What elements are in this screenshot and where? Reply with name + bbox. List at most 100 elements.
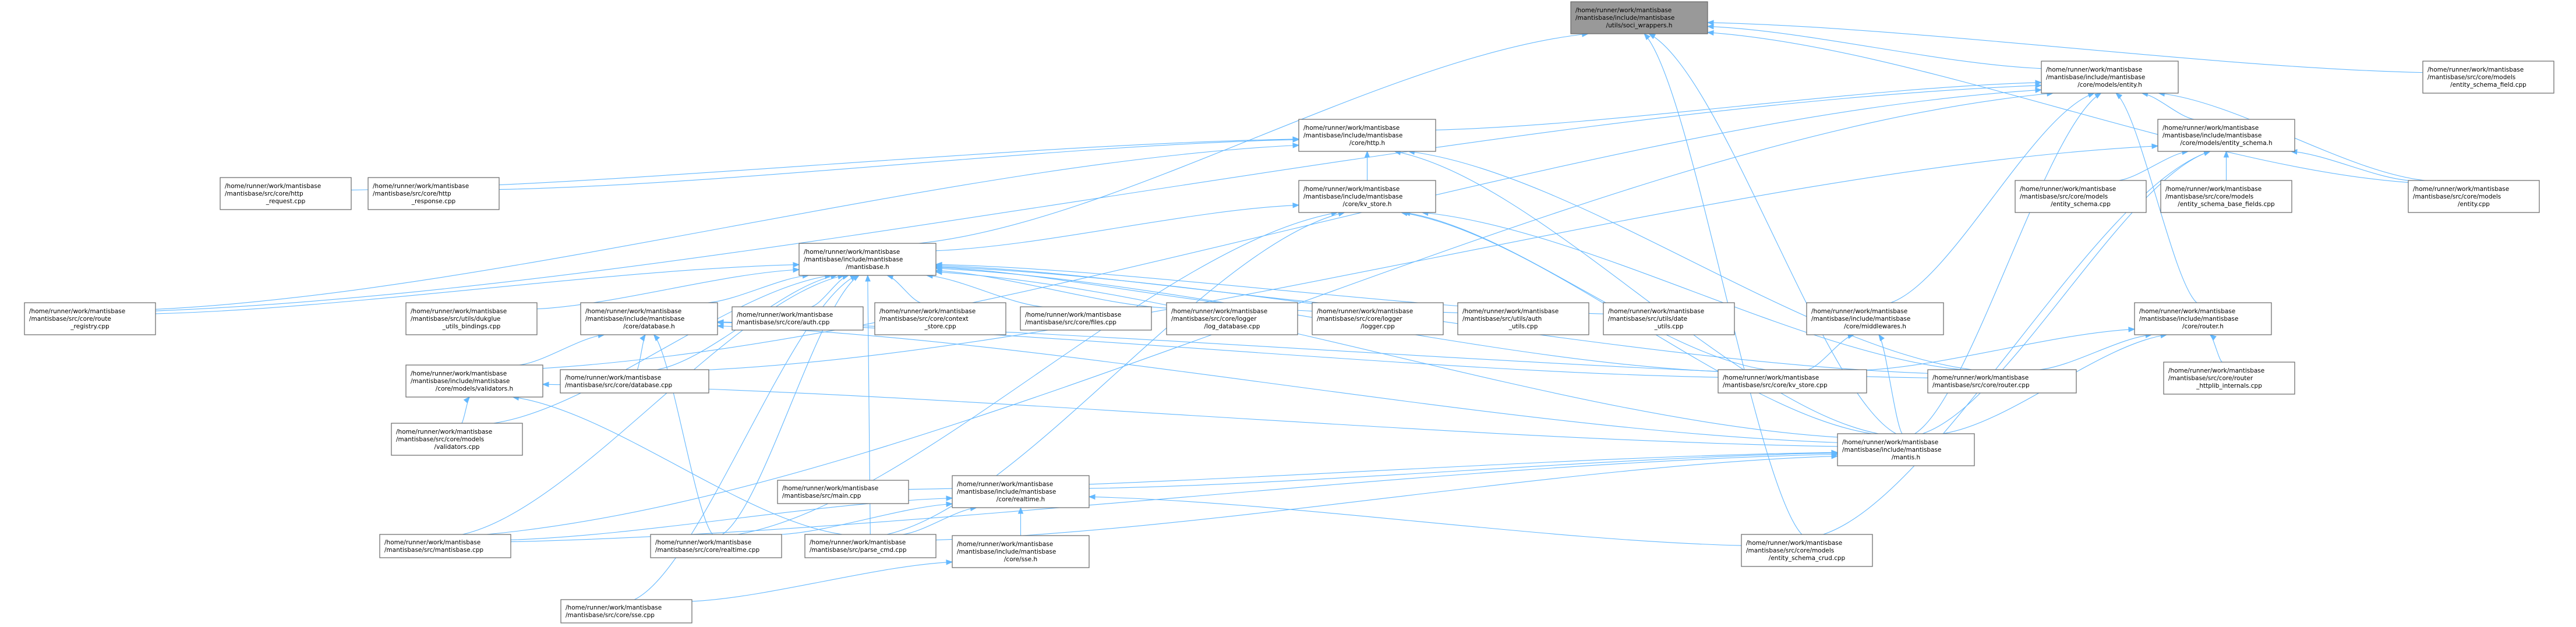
node-box (2157, 119, 2295, 152)
node-label-line: /home/runner/work/mantisbase (2046, 66, 2142, 73)
node-database-cpp[interactable]: /home/runner/work/mantisbase/mantisbase/… (560, 369, 709, 394)
node-http-h[interactable]: /home/runner/work/mantisbase/mantisbase/… (1298, 119, 1436, 152)
node-label-line: /mantisbase/src/utils/dukglue (411, 316, 501, 323)
node-kv-store-h[interactable]: /home/runner/work/mantisbase/mantisbase/… (1298, 180, 1436, 213)
node-entity-schema-crud-cpp[interactable]: /home/runner/work/mantisbase/mantisbase/… (1741, 534, 1873, 567)
node-entity-schema-field-cpp[interactable]: /home/runner/work/mantisbase/mantisbase/… (2422, 61, 2554, 94)
node-label-line: /core/kv_store.h (1343, 201, 1392, 208)
node-label-line: /mantisbase/src/parse_cmd.cpp (810, 547, 907, 554)
edge-parse-cmd-cpp-to-mantis-h (935, 455, 1838, 541)
node-entity-h[interactable]: /home/runner/work/mantisbase/mantisbase/… (2041, 61, 2179, 94)
node-label-line: /mantisbase/src/core/kv_store.cpp (1723, 382, 1828, 389)
node-label-line: /mantisbase/src/core/logger (1317, 316, 1402, 323)
node-label-line: /mantisbase/include/mantisbase (1303, 132, 1402, 139)
edge-entity-schema-h-to-entity-h (2142, 93, 2195, 120)
node-label-line: /core/sse.h (1004, 556, 1037, 563)
node-sse-h[interactable]: /home/runner/work/mantisbase/mantisbase/… (952, 535, 1090, 568)
node-http-request-cpp[interactable]: /home/runner/work/mantisbase/mantisbase/… (220, 177, 352, 210)
node-label-line: /mantisbase/src/core/router.cpp (1932, 382, 2030, 389)
node-router-cpp[interactable]: /home/runner/work/mantisbase/mantisbase/… (1927, 369, 2077, 394)
edge-mantis-h-to-http-h (1394, 151, 1879, 434)
edge-mantis-h-to-entity-schema-h (1922, 151, 2210, 434)
node-label-line: /home/runner/work/mantisbase (2168, 367, 2264, 374)
edge-realtime-h-to-mantis-h (1089, 452, 1838, 489)
edge-parse-cmd-cpp-to-kv-store-h (886, 212, 1345, 535)
edge-realtime-cpp-to-mantisbase-h (722, 275, 860, 535)
edge-mantis-h-to-validators-h (542, 384, 1838, 447)
node-label-line: /mantisbase/include/mantisbase (1303, 193, 1402, 200)
edge-mantisbase-cpp-to-realtime-h (510, 498, 953, 540)
edge-router-h-to-entity-h (2115, 93, 2197, 303)
node-auth-cpp[interactable]: /home/runner/work/mantisbase/mantisbase/… (732, 306, 864, 331)
node-label-line: /entity_schema.cpp (2051, 201, 2111, 208)
node-middlewares-h[interactable]: /home/runner/work/mantisbase/mantisbase/… (1806, 302, 1944, 335)
node-entity-schema-base-fields-cpp[interactable]: /home/runner/work/mantisbase/mantisbase/… (2160, 180, 2292, 213)
node-validators-h[interactable]: /home/runner/work/mantisbase/mantisbase/… (405, 364, 543, 398)
node-router-h[interactable]: /home/runner/work/mantisbase/mantisbase/… (2134, 302, 2272, 335)
node-label-line: /mantisbase/src/core/models (2165, 193, 2253, 200)
node-label-line: /mantisbase/src/core/models (396, 436, 484, 443)
node-entity-schema-h[interactable]: /home/runner/work/mantisbase/mantisbase/… (2157, 119, 2295, 152)
node-label-line: _request.cpp (266, 198, 306, 205)
edge-router-cpp-to-http-h (1408, 151, 1972, 370)
node-label-line: /home/runner/work/mantisbase (1842, 439, 1938, 446)
node-label-line: /mantisbase/src/core/models (2413, 193, 2501, 200)
node-label-line: /home/runner/work/mantisbase (1303, 186, 1400, 193)
node-route-registry-cpp[interactable]: /home/runner/work/mantisbase/mantisbase/… (24, 302, 156, 335)
edge-database-cpp-to-entity-schema-h (708, 146, 2158, 370)
node-log-database-cpp[interactable]: /home/runner/work/mantisbase/mantisbase/… (1166, 302, 1298, 335)
edge-mantisbase-h-to-soci-wrappers-h (918, 33, 1588, 244)
node-label-line: /mantisbase/include/mantisbase (2046, 74, 2145, 81)
node-context-store-cpp[interactable]: /home/runner/work/mantisbase/mantisbase/… (874, 302, 1006, 335)
node-date-utils-cpp[interactable]: /home/runner/work/mantisbase/mantisbase/… (1603, 302, 1735, 335)
node-realtime-h[interactable]: /home/runner/work/mantisbase/mantisbase/… (952, 475, 1090, 508)
arrowhead-icon (1292, 202, 1300, 208)
node-soci-wrappers-h: /home/runner/work/mantisbase/mantisbase/… (1570, 1, 1708, 34)
edge-log-database-cpp-to-mantisbase-h (935, 270, 1167, 309)
node-label-line: /mantisbase/src/core/models (1746, 547, 1834, 554)
node-kv-store-cpp[interactable]: /home/runner/work/mantisbase/mantisbase/… (1718, 369, 1867, 394)
node-dukglue-utils-bindings-cpp[interactable]: /home/runner/work/mantisbase/mantisbase/… (405, 302, 538, 335)
node-label-line: _utils_bindings.cpp (442, 323, 501, 330)
node-database-h[interactable]: /home/runner/work/mantisbase/mantisbase/… (580, 302, 718, 335)
node-realtime-cpp[interactable]: /home/runner/work/mantisbase/mantisbase/… (650, 534, 782, 558)
arrowhead-icon (1706, 30, 1714, 36)
arrowhead-icon (1706, 20, 1714, 26)
arrowhead-icon (716, 319, 724, 325)
node-parse-cmd-cpp[interactable]: /home/runner/work/mantisbase/mantisbase/… (804, 534, 937, 558)
edge-database-h-to-mantisbase-h (708, 275, 809, 303)
edge-entity-schema-crud-cpp-to-realtime-h (1089, 496, 1742, 546)
edge-parse-cmd-cpp-to-validators-h (513, 396, 843, 535)
node-box (220, 177, 352, 210)
node-label-line: /mantisbase/src/core/models (2427, 74, 2515, 81)
node-entity-schema-cpp[interactable]: /home/runner/work/mantisbase/mantisbase/… (2015, 180, 2147, 213)
arrowhead-icon (865, 274, 871, 282)
node-router-httplib-internals-cpp[interactable]: /home/runner/work/mantisbase/mantisbase/… (2163, 362, 2295, 395)
node-box (379, 534, 511, 558)
edge-mantisbase-h-to-kv-store-h (935, 204, 1299, 251)
node-mantis-h[interactable]: /home/runner/work/mantisbase/mantisbase/… (1837, 433, 1975, 466)
node-mantisbase-h[interactable]: /home/runner/work/mantisbase/mantisbase/… (798, 243, 937, 276)
arrowhead-icon (463, 396, 471, 403)
node-sse-cpp[interactable]: /home/runner/work/mantisbase/mantisbase/… (560, 599, 692, 624)
node-entity-cpp[interactable]: /home/runner/work/mantisbase/mantisbase/… (2408, 180, 2540, 213)
node-label-line: /home/runner/work/mantisbase (2165, 186, 2261, 193)
node-box (391, 423, 523, 456)
arrowhead-icon (1292, 143, 1300, 148)
node-auth-utils-cpp[interactable]: /home/runner/work/mantisbase/mantisbase/… (1457, 302, 1589, 335)
edge-mantis-h-to-mantisbase-h (935, 271, 1838, 438)
node-box (804, 534, 937, 558)
node-http-response-cpp[interactable]: /home/runner/work/mantisbase/mantisbase/… (368, 177, 500, 210)
node-validators-cpp[interactable]: /home/runner/work/mantisbase/mantisbase/… (391, 423, 523, 456)
node-logger-cpp[interactable]: /home/runner/work/mantisbase/mantisbase/… (1312, 302, 1444, 335)
node-files-cpp[interactable]: /home/runner/work/mantisbase/mantisbase/… (1020, 306, 1152, 331)
node-main-cpp[interactable]: /home/runner/work/mantisbase/mantisbase/… (777, 480, 909, 504)
arrowhead-icon (2209, 334, 2217, 341)
node-box (952, 475, 1090, 508)
edge-entity-cpp-to-entity-schema-h (2291, 151, 2409, 181)
node-label-line: /mantisbase/src/core/context (879, 316, 969, 323)
arrowhead-icon (1292, 137, 1300, 143)
node-mantisbase-cpp[interactable]: /home/runner/work/mantisbase/mantisbase/… (379, 534, 511, 558)
arrowhead-icon (1706, 24, 1714, 30)
